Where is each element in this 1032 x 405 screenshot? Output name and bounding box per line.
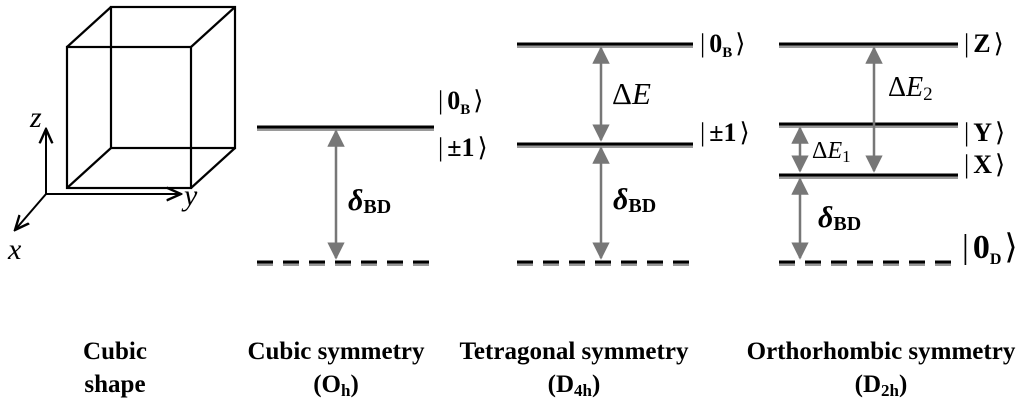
oh-zero-b-label: |0B⟩ — [438, 86, 483, 118]
caption-d4h-line2: (D4h) — [548, 371, 601, 400]
caption-d2h-line1: Orthorhombic symmetry — [747, 338, 1016, 365]
d2h-levels — [779, 42, 958, 266]
oh-delta-label: δBD — [348, 184, 391, 218]
d2h-x-label: |X⟩ — [964, 150, 1005, 179]
oh-pm-one-label: |±1⟩ — [438, 133, 488, 162]
cube-edge — [190, 6, 236, 48]
z-axis-label: z — [29, 101, 42, 134]
d2h-delta-e2-label: ΔE2 — [888, 72, 933, 105]
x-axis-label: x — [7, 233, 22, 266]
d4h-pm-one-label: |±1⟩ — [700, 118, 750, 147]
caption-oh-line2: (Oh) — [313, 371, 359, 400]
caption-cubic-shape-line1: Cubic — [83, 338, 147, 365]
caption-cubic-shape-line2: shape — [84, 371, 145, 398]
caption-d4h-line1: Tetragonal symmetry — [460, 338, 689, 365]
cube-edge — [66, 147, 112, 189]
d2h-zero-d-label: |0D⟩ — [962, 229, 1018, 268]
x-axis — [15, 193, 47, 230]
coordinate-axes — [15, 129, 181, 230]
cube-edge — [190, 147, 236, 189]
d2h-z-label: |Z⟩ — [964, 29, 1004, 58]
caption-d2h-line2: (D2h) — [855, 371, 908, 400]
d4h-delta-e-label: ΔE — [612, 76, 651, 111]
d2h-delta-bd-label: δBD — [818, 201, 861, 235]
d4h-zero-b-label: |0B⟩ — [700, 29, 745, 61]
caption-oh-line1: Cubic symmetry — [247, 338, 425, 365]
cube-back-face — [109, 5, 237, 150]
d4h-levels — [517, 42, 693, 266]
cube-front-face — [65, 45, 193, 190]
d2h-y-label: |Y⟩ — [964, 118, 1005, 147]
cube-edge — [66, 6, 112, 48]
d2h-delta-e1-label: ΔE1 — [812, 138, 851, 166]
d4h-delta-bd-label: δBD — [613, 183, 656, 217]
oh-levels — [257, 125, 434, 266]
cube-drawing — [65, 5, 237, 190]
y-axis-label: y — [181, 179, 198, 212]
